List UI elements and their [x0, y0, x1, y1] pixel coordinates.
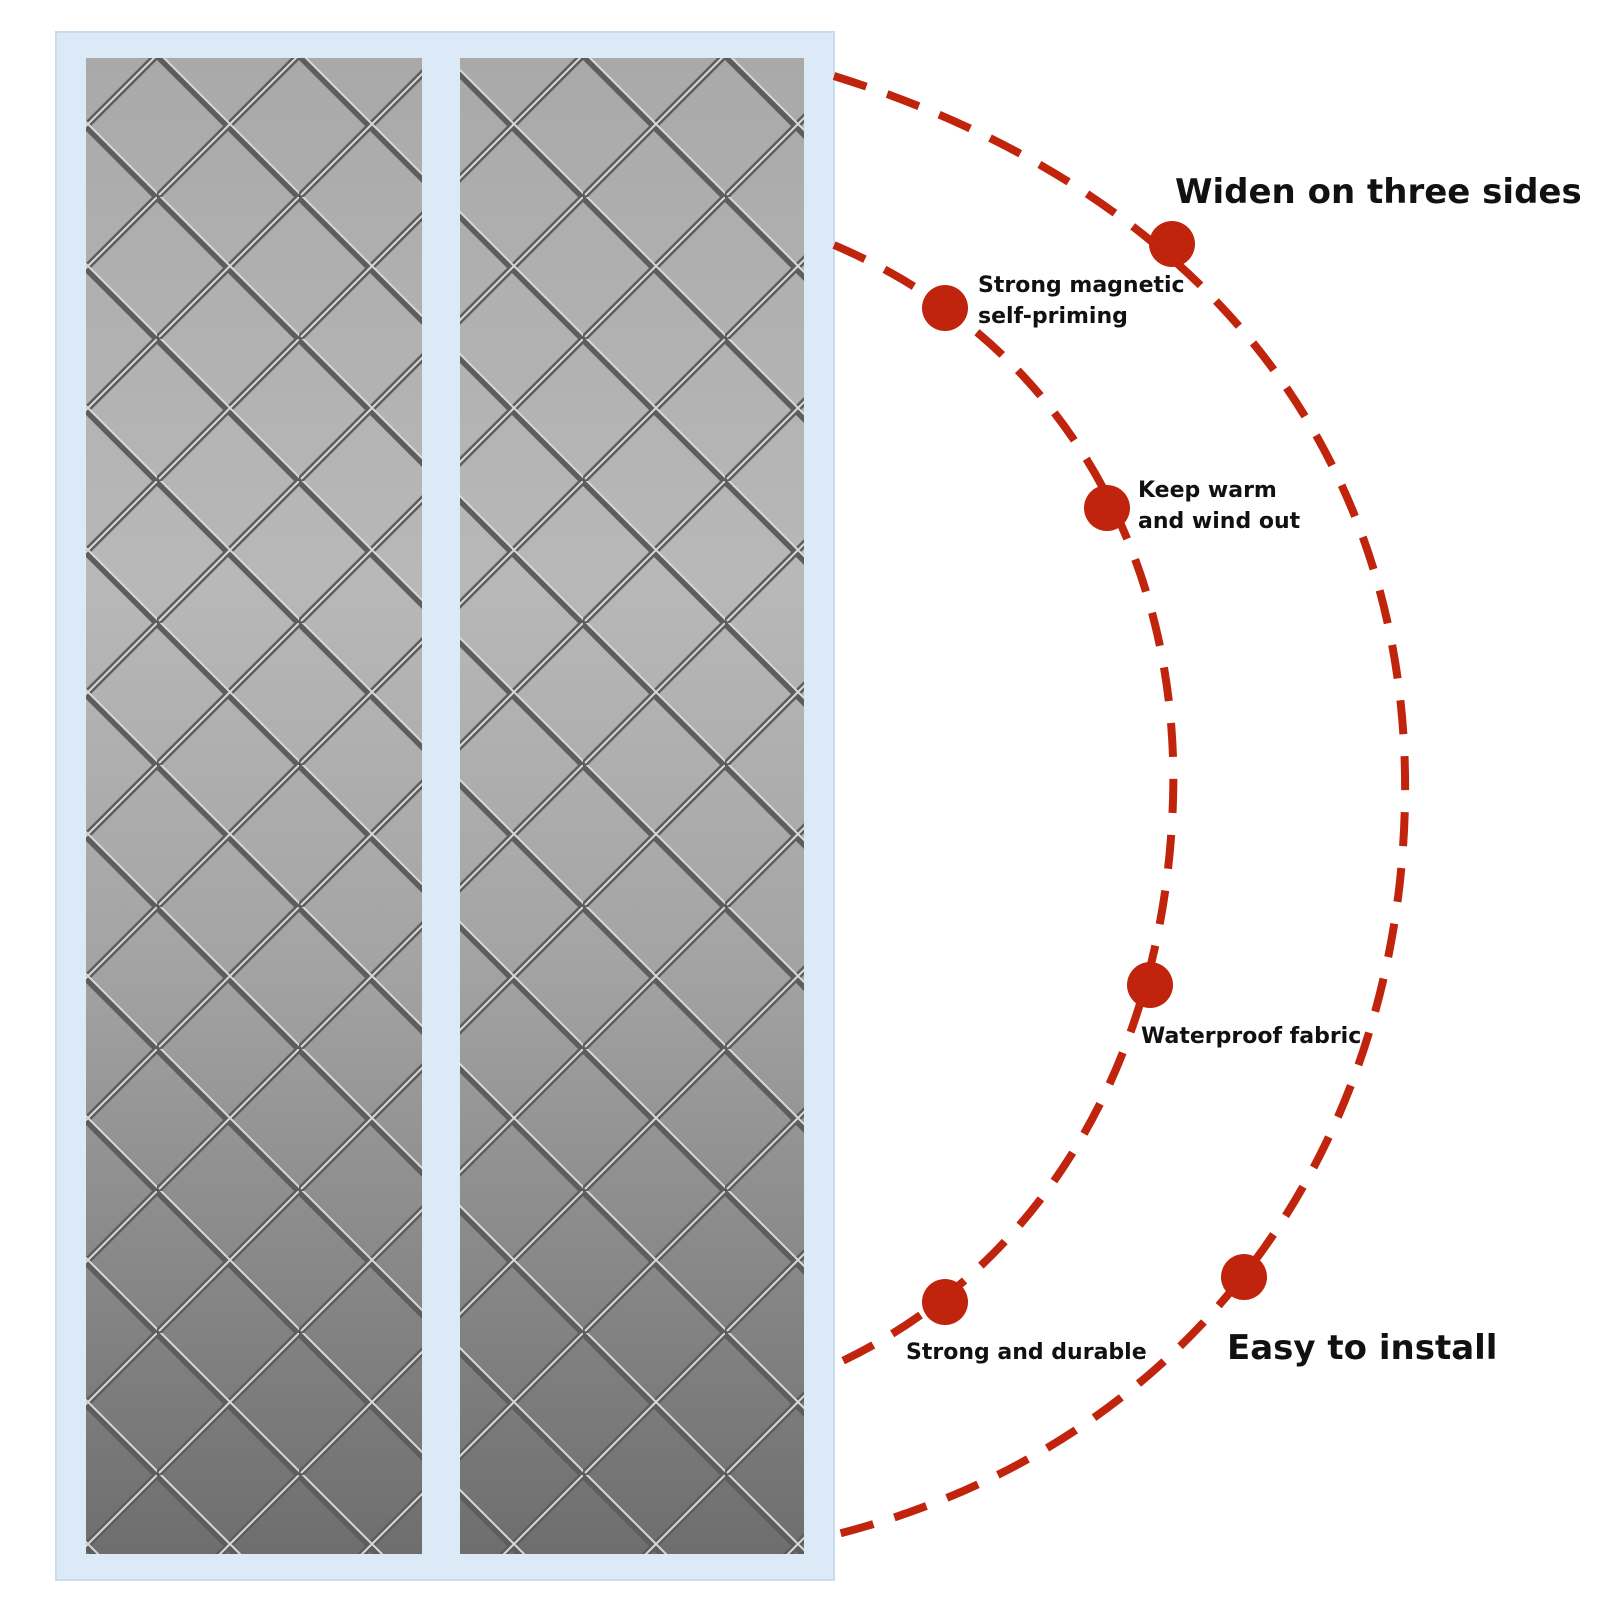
feature-magnetic-line1: Strong magnetic — [978, 273, 1185, 298]
curtain-right-panel — [460, 58, 804, 1554]
dot-waterproof — [1127, 962, 1173, 1008]
magnetic-seam — [422, 58, 460, 1554]
dot-install — [1221, 1254, 1267, 1300]
feature-magnetic-line2: self-priming — [978, 304, 1128, 329]
curtain-left-panel — [86, 58, 422, 1554]
dot-magnetic — [922, 285, 968, 331]
feature-install-label: Easy to install — [1227, 1328, 1498, 1368]
feature-warm-label: Keep warm and wind out — [1138, 475, 1300, 537]
dot-durable — [922, 1279, 968, 1325]
feature-waterproof-label: Waterproof fabric — [1141, 1024, 1362, 1049]
feature-warm-line1: Keep warm — [1138, 478, 1277, 503]
inner-dashed-arc — [832, 241, 1178, 1369]
dot-widen — [1149, 221, 1195, 267]
dot-warm — [1084, 485, 1130, 531]
feature-warm-line2: and wind out — [1138, 509, 1301, 534]
feature-magnetic-label: Strong magnetic self-priming — [978, 270, 1185, 332]
feature-durable-label: Strong and durable — [906, 1340, 1147, 1365]
feature-widen-label: Widen on three sides — [1175, 172, 1582, 212]
